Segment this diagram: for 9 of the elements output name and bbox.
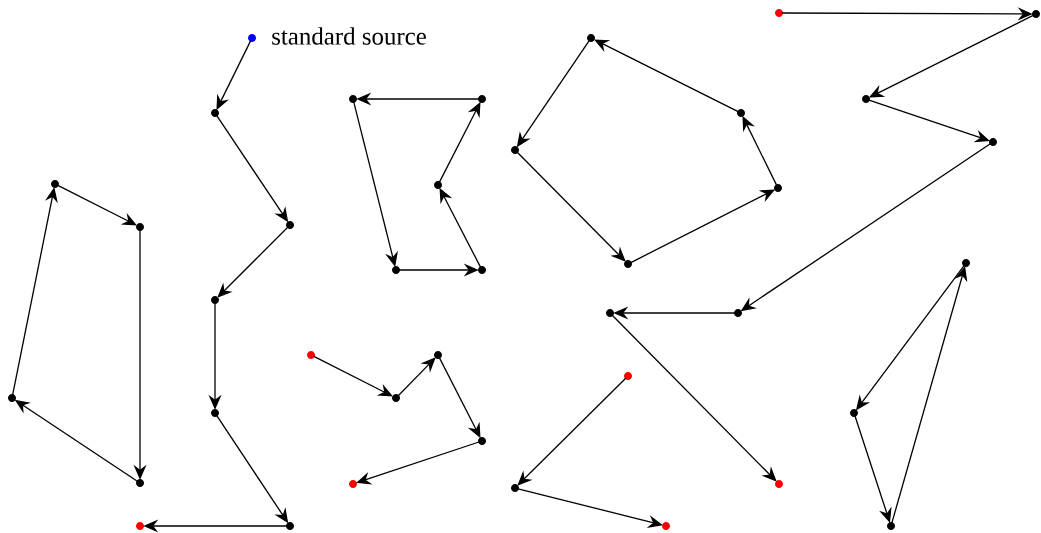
- arrow: [868, 99, 990, 143]
- node-caption: standard source: [272, 27, 426, 45]
- arrow: [516, 151, 626, 262]
- arrow: [517, 377, 627, 486]
- arrow: [611, 314, 777, 482]
- arrow: [356, 441, 480, 485]
- arrow: [854, 415, 892, 523]
- arrow: [397, 357, 436, 397]
- arrow: [217, 226, 289, 298]
